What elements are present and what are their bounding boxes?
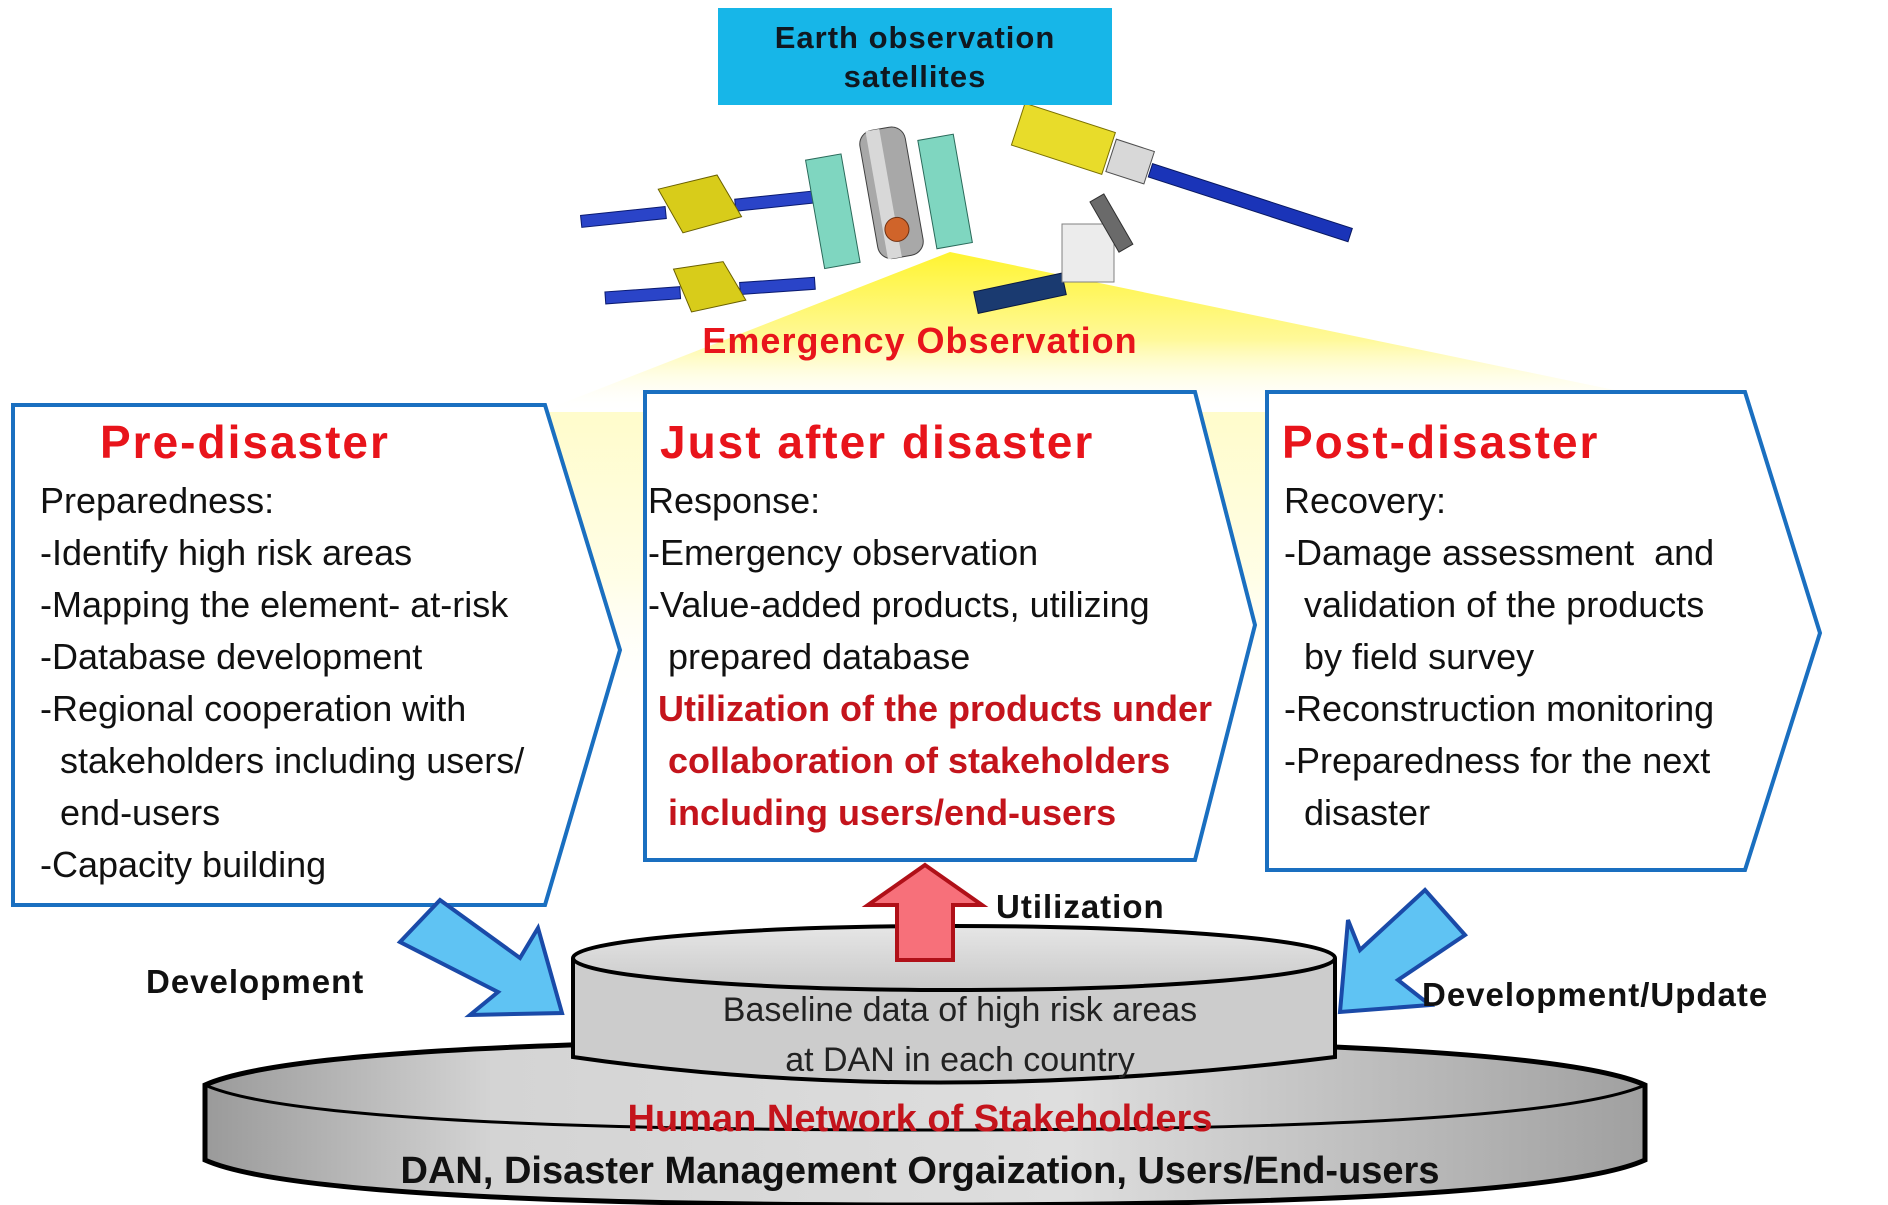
phase-line: -Mapping the element- at-risk xyxy=(40,584,509,625)
development-update-arrow xyxy=(1337,887,1469,1015)
phase-line: -Database development xyxy=(40,636,423,677)
phase-title-post-disaster: Post-disaster xyxy=(1282,416,1600,468)
phase-line-highlight: collaboration of stakeholders xyxy=(648,740,1171,781)
satellite-icon-left-lower xyxy=(604,261,816,313)
satellite-icon-center xyxy=(804,126,973,270)
network-title: Human Network of Stakeholders xyxy=(627,1098,1213,1140)
utilization-arrow xyxy=(861,862,989,962)
satellite-icon-right-lower xyxy=(973,193,1134,314)
phase-line: Preparedness: xyxy=(40,480,275,521)
phase-line: -Preparedness for the next xyxy=(1284,740,1711,781)
phase-line: end-users xyxy=(40,792,221,833)
phase-line: disaster xyxy=(1284,792,1431,833)
satellite-icon-right-upper xyxy=(1010,102,1353,243)
baseline-line-2: at DAN in each country xyxy=(785,1041,1135,1079)
baseline-data-text: Baseline data of high risk areas at DAN … xyxy=(600,985,1320,1085)
phase-body-post-disaster: Recovery: -Damage assessment and validat… xyxy=(1284,475,1714,839)
phase-line: by field survey xyxy=(1284,636,1535,677)
baseline-disk xyxy=(571,958,1337,1085)
phase-body-pre-disaster: Preparedness: -Identify high risk areas … xyxy=(40,475,524,891)
phase-line-highlight: Utilization of the products under xyxy=(648,688,1212,729)
development-arrow xyxy=(396,897,565,1018)
phase-title-pre-disaster: Pre-disaster xyxy=(100,416,390,468)
emergency-beam xyxy=(540,252,1720,412)
baseline-line-1: Baseline data of high risk areas xyxy=(722,991,1198,1029)
emergency-observation-label: Emergency Observation xyxy=(702,320,1138,361)
phase-line: -Damage assessment and xyxy=(1284,532,1715,573)
phase-line: Response: xyxy=(648,480,821,521)
satellite-icon-left-upper xyxy=(579,174,822,234)
phase-line: -Value-added products, utilizing xyxy=(648,584,1150,625)
phase-line: -Regional cooperation with xyxy=(40,688,467,729)
phase-line: -Reconstruction monitoring xyxy=(1284,688,1715,729)
satellites-title: Earth observation satellites xyxy=(718,8,1112,105)
phase-body-just-after: Response: -Emergency observation -Value-… xyxy=(648,475,1212,839)
phase-line-highlight: including users/end-users xyxy=(648,792,1117,833)
phase-line: -Capacity building xyxy=(40,844,327,885)
phase-box-pre-disaster xyxy=(11,403,623,907)
phase-box-just-after xyxy=(643,390,1258,862)
development-update-label: Development/Update xyxy=(1422,976,1769,1013)
phase-line: -Emergency observation xyxy=(648,532,1039,573)
phase-line: validation of the products xyxy=(1284,584,1705,625)
utilization-label: Utilization xyxy=(996,888,1165,925)
phase-title-just-after: Just after disaster xyxy=(660,416,1095,468)
phase-line: stakeholders including users/ xyxy=(40,740,525,781)
development-label: Development xyxy=(146,963,365,1000)
phase-box-post-disaster xyxy=(1265,390,1823,872)
phase-line: Recovery: xyxy=(1284,480,1447,521)
phase-line: prepared database xyxy=(648,636,971,677)
phase-line: -Identify high risk areas xyxy=(40,532,413,573)
network-subtitle: DAN, Disaster Management Orgaization, Us… xyxy=(400,1150,1440,1192)
